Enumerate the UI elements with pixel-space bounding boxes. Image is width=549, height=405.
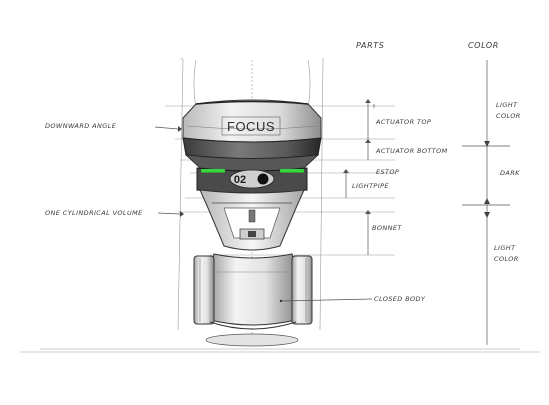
lightpipe-right <box>280 169 304 173</box>
estop-knob <box>257 173 269 185</box>
label-actuator-bottom: ACTUATOR BOTTOM <box>375 147 448 155</box>
parts-header: PARTS <box>356 41 384 50</box>
label-downward-angle: DOWNWARD ANGLE <box>45 122 117 130</box>
dimension-markers <box>343 60 510 345</box>
leader-lines <box>154 126 373 303</box>
label-light-color-top-1: LIGHT <box>496 101 518 109</box>
lightpipe-band: 02 <box>196 167 308 194</box>
label-dark: DARK <box>500 169 520 177</box>
actuator-bottom-shape <box>182 137 322 172</box>
label-closed-body: CLOSED BODY <box>374 295 426 303</box>
dial-label: 02 <box>234 174 246 186</box>
actuator-top-shape: FOCUS <box>182 99 322 143</box>
label-light-color-bottom-2: COLOR <box>494 255 519 263</box>
closed-body-shape <box>193 253 313 347</box>
label-light-color-bottom-1: LIGHT <box>494 244 516 252</box>
label-estop: ESTOP <box>376 168 399 176</box>
color-header: COLOR <box>468 41 499 50</box>
bonnet-shape <box>199 189 305 251</box>
lightpipe-left <box>201 169 225 173</box>
label-light-color-top-2: COLOR <box>496 112 521 120</box>
label-one-cylindrical-volume: ONE CYLINDRICAL VOLUME <box>45 209 143 217</box>
label-bonnet: BONNET <box>372 224 402 232</box>
label-actuator-top: ACTUATOR TOP <box>375 118 431 126</box>
product-logo: FOCUS <box>227 119 275 134</box>
label-lightpipe: LIGHTPIPE <box>352 182 389 190</box>
